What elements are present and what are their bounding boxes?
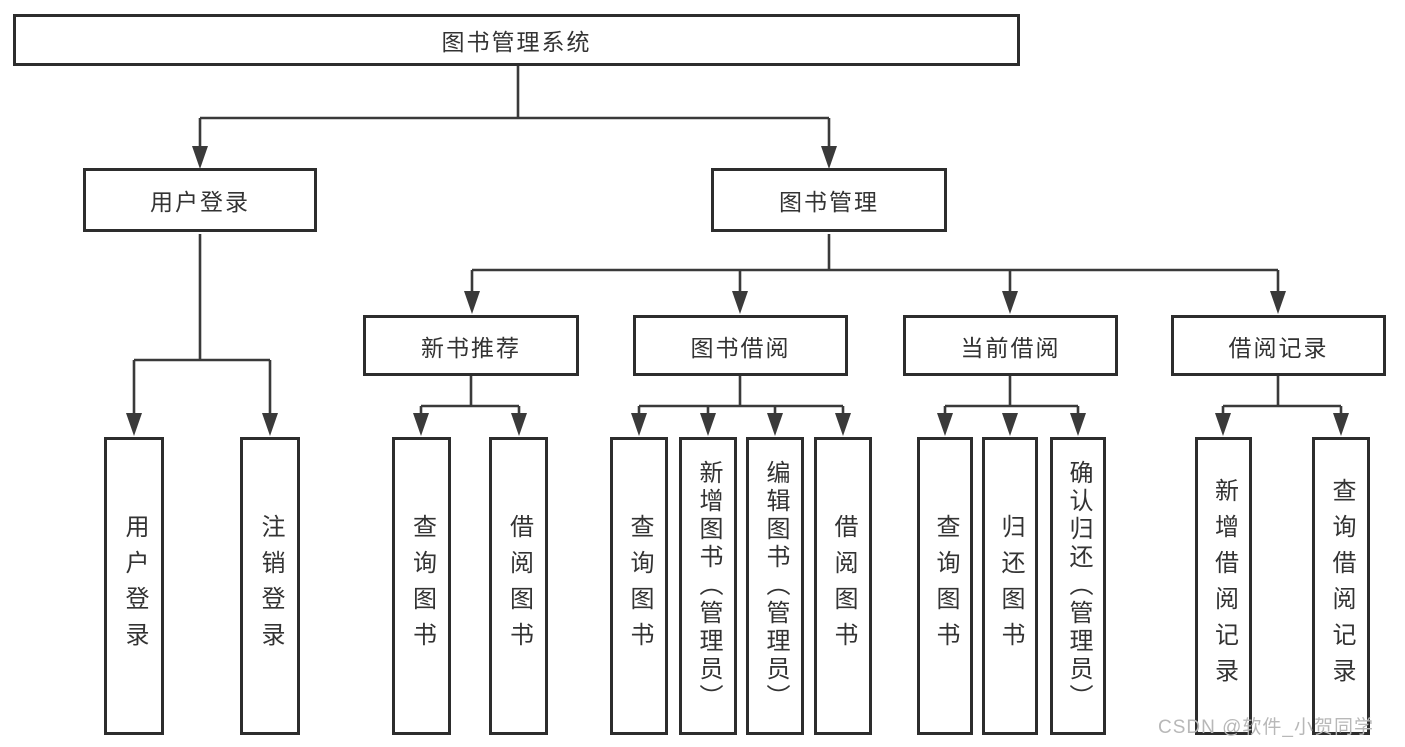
leaf-borrow-book-recommend: 借阅图书: [489, 437, 548, 735]
node-root: 图书管理系统: [13, 14, 1020, 66]
node-borrow-records-label: 借阅记录: [1228, 334, 1329, 361]
node-book-borrow-label: 图书借阅: [690, 334, 791, 361]
leaf-return-book: 归还图书: [982, 437, 1038, 735]
leaf-query-book-recommend: 查询图书: [392, 437, 451, 735]
leaf-confirm-return-admin: 确认归还（管理员）: [1050, 437, 1106, 735]
node-new-book-recommend-label: 新书推荐: [421, 334, 521, 361]
node-current-borrow: 当前借阅: [903, 315, 1118, 376]
arrowheads: [126, 146, 1349, 436]
node-book-management-label: 图书管理: [779, 189, 879, 215]
leaf-query-borrow-record: 查询借阅记录: [1312, 437, 1370, 735]
node-user-login: 用户登录: [83, 168, 317, 232]
node-book-management: 图书管理: [711, 168, 947, 232]
node-root-label: 图书管理系统: [441, 29, 592, 55]
watermark: CSDN @软件_小贺同学: [1158, 717, 1374, 738]
node-book-borrow: 图书借阅: [633, 315, 848, 376]
leaf-user-login: 用户登录: [104, 437, 164, 735]
leaf-query-book-current: 查询图书: [917, 437, 973, 735]
leaf-add-book-admin: 新增图书（管理员）: [679, 437, 737, 735]
leaf-logout: 注销登录: [240, 437, 300, 735]
leaf-add-borrow-record: 新增借阅记录: [1195, 437, 1252, 735]
node-borrow-records: 借阅记录: [1171, 315, 1386, 376]
node-new-book-recommend: 新书推荐: [363, 315, 579, 376]
leaf-borrow-book: 借阅图书: [814, 437, 872, 735]
node-user-login-label: 用户登录: [150, 189, 250, 215]
leaf-query-book-borrow: 查询图书: [610, 437, 668, 735]
leaf-edit-book-admin: 编辑图书（管理员）: [746, 437, 804, 735]
node-current-borrow-label: 当前借阅: [960, 334, 1061, 361]
